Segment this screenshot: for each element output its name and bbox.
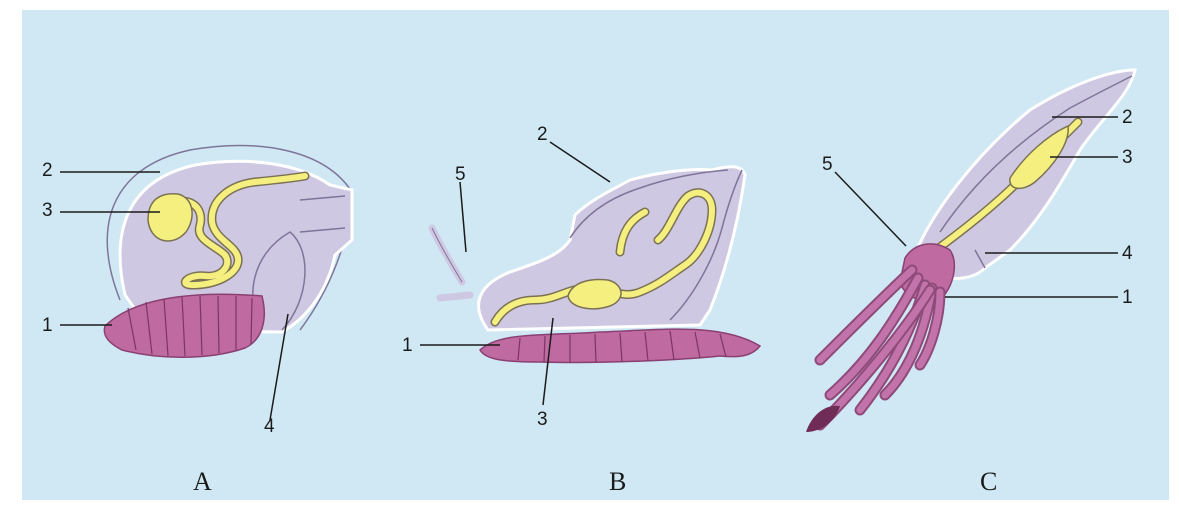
organism-b-snail [420,142,760,405]
callout-a-4: 4 [264,416,275,437]
panel-letter-b: B [609,467,626,496]
organism-b-tentacle-lower [440,295,470,298]
organism-c-arms [806,270,940,432]
callout-b-2: 2 [537,124,548,145]
callout-a-3: 3 [42,200,53,221]
callout-b-3: 3 [537,409,548,430]
callout-c-4: 4 [1122,243,1133,264]
panel-letter-a: A [193,467,212,496]
organism-a-bivalve [60,146,352,420]
callout-b-1: 1 [402,335,413,356]
organism-c-squid [806,70,1135,432]
callout-a-2: 2 [42,160,53,181]
callout-b-5: 5 [455,164,466,185]
callout-c-1: 1 [1122,287,1133,308]
callout-c-2: 2 [1122,107,1133,128]
callout-a-1: 1 [42,315,53,336]
callout-c-5: 5 [822,154,833,175]
panel-letter-c: C [980,467,997,496]
callout-c-3: 3 [1122,147,1133,168]
